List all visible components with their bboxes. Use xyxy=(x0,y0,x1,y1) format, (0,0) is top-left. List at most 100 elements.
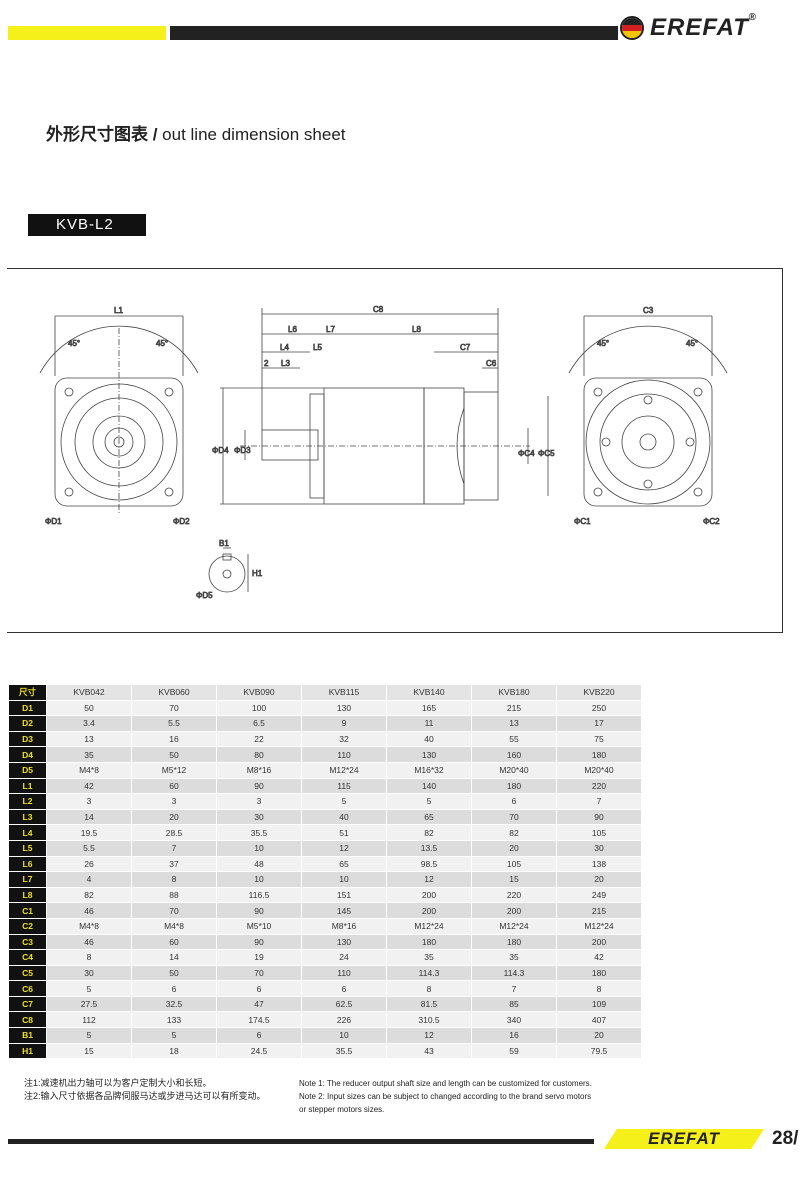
table-cell: 3 xyxy=(132,794,216,810)
table-cell: 226 xyxy=(302,1012,386,1029)
table-cell: 130 xyxy=(387,747,471,763)
table-cell: 12 xyxy=(302,840,386,857)
table-cell: 5 xyxy=(302,794,386,810)
table-cell: 17 xyxy=(557,716,641,732)
table-cell: 30 xyxy=(217,809,301,826)
row-label: L3 xyxy=(9,809,46,826)
table-cell: 46 xyxy=(47,934,131,951)
row-label: D3 xyxy=(9,731,46,748)
table-cell: 140 xyxy=(387,778,471,795)
table-cell: M12*24 xyxy=(472,918,556,935)
svg-text:ΦD4: ΦD4 xyxy=(212,446,229,455)
table-cell: M20*40 xyxy=(472,762,556,779)
table-cell: 116.5 xyxy=(217,887,301,904)
table-cell: 6.5 xyxy=(217,716,301,732)
table-cell: 105 xyxy=(557,825,641,841)
table-cell: 82 xyxy=(47,887,131,904)
row-label: C4 xyxy=(9,950,46,966)
svg-text:2: 2 xyxy=(264,359,269,368)
table-cell: M8*16 xyxy=(217,762,301,779)
table-cell: 13.5 xyxy=(387,840,471,857)
row-label: D5 xyxy=(9,762,46,779)
table-cell: 35 xyxy=(472,950,556,966)
table-cell: 250 xyxy=(557,700,641,717)
table-cell: 130 xyxy=(302,700,386,717)
svg-text:ΦC5: ΦC5 xyxy=(538,449,555,458)
table-cell: 35.5 xyxy=(302,1043,386,1060)
row-label: C7 xyxy=(9,996,46,1013)
table-cell: 70 xyxy=(132,903,216,919)
model-label: KVB-L2 xyxy=(28,214,146,236)
table-cell: 180 xyxy=(557,747,641,763)
svg-text:C3: C3 xyxy=(643,306,654,315)
column-header: KVB220 xyxy=(557,685,641,701)
table-cell: 3 xyxy=(217,794,301,810)
table-cell: 14 xyxy=(132,950,216,966)
table-cell: 60 xyxy=(132,778,216,795)
table-cell: M5*10 xyxy=(217,918,301,935)
table-cell: 200 xyxy=(387,887,471,904)
table-cell: 7 xyxy=(132,840,216,857)
table-cell: 110 xyxy=(302,965,386,982)
header-bar-black xyxy=(170,26,618,40)
table-cell: 40 xyxy=(387,731,471,748)
svg-text:C6: C6 xyxy=(486,359,497,368)
table-cell: 10 xyxy=(302,872,386,888)
table-cell: 8 xyxy=(132,872,216,888)
table-cell: 5 xyxy=(47,981,131,997)
table-cell: 35 xyxy=(47,747,131,763)
table-cell: 180 xyxy=(557,965,641,982)
table-cell: 98.5 xyxy=(387,856,471,873)
row-label: D4 xyxy=(9,747,46,763)
table-cell: 5 xyxy=(47,1028,131,1044)
table-cell: 47 xyxy=(217,996,301,1013)
table-cell: 46 xyxy=(47,903,131,919)
table-cell: 81.5 xyxy=(387,996,471,1013)
table-cell: 110 xyxy=(302,747,386,763)
table-cell: 220 xyxy=(557,778,641,795)
row-label: C3 xyxy=(9,934,46,951)
table-cell: 60 xyxy=(132,934,216,951)
table-cell: 15 xyxy=(472,872,556,888)
svg-text:L5: L5 xyxy=(313,343,322,352)
table-cell: 130 xyxy=(302,934,386,951)
table-cell: 90 xyxy=(217,934,301,951)
svg-text:45°: 45° xyxy=(686,339,698,348)
table-cell: 109 xyxy=(557,996,641,1013)
table-cell: 6 xyxy=(132,981,216,997)
svg-text:45°: 45° xyxy=(156,339,168,348)
table-cell: M16*32 xyxy=(387,762,471,779)
table-cell: M4*8 xyxy=(132,918,216,935)
table-cell: 24 xyxy=(302,950,386,966)
table-cell: 174.5 xyxy=(217,1012,301,1029)
table-cell: 220 xyxy=(472,887,556,904)
table-cell: 9 xyxy=(302,716,386,732)
table-cell: 13 xyxy=(47,731,131,748)
row-label: C2 xyxy=(9,918,46,935)
table-cell: 32 xyxy=(302,731,386,748)
table-cell: 90 xyxy=(217,903,301,919)
row-label: L7 xyxy=(9,872,46,888)
table-cell: 50 xyxy=(47,700,131,717)
table-cell: 26 xyxy=(47,856,131,873)
svg-text:45°: 45° xyxy=(597,339,609,348)
table-cell: 50 xyxy=(132,747,216,763)
table-cell: 30 xyxy=(47,965,131,982)
table-cell: 200 xyxy=(387,903,471,919)
table-cell: 35.5 xyxy=(217,825,301,841)
